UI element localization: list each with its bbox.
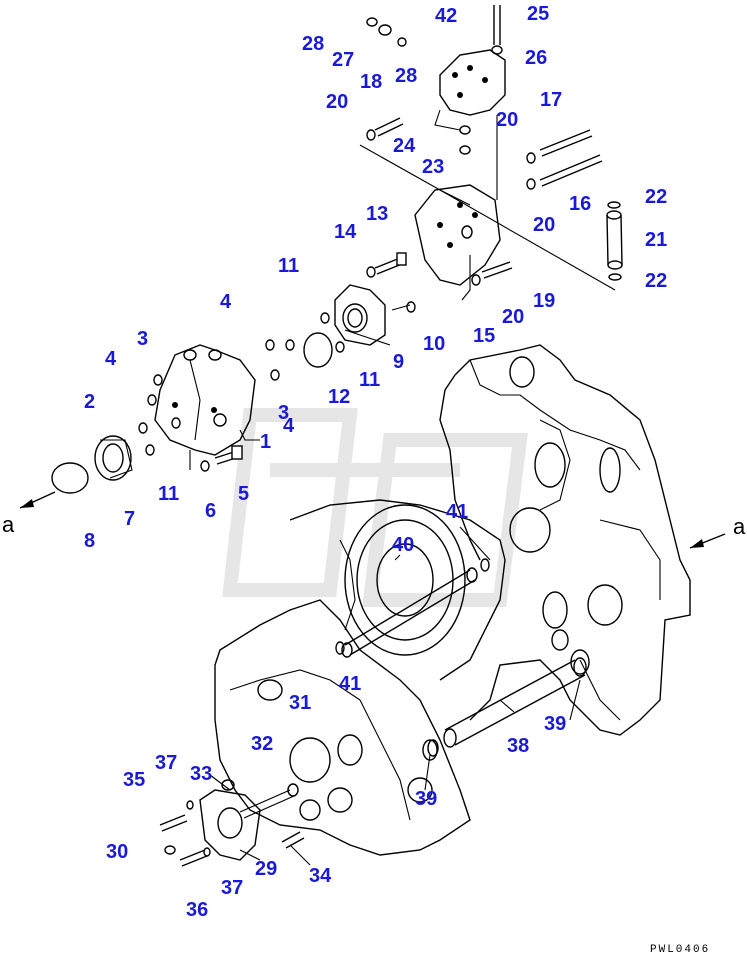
view-arrow-right [689,533,726,549]
callout-6: 6 [205,500,216,522]
callout-37: 37 [155,752,177,774]
callout-38: 38 [507,735,529,757]
callout-18: 18 [360,71,382,93]
lower-pump [159,779,305,867]
o-rings-top [366,17,471,155]
callout-3: 3 [137,328,148,350]
callout-42: 42 [435,5,457,27]
callout-20d: 20 [502,306,524,328]
callout-15: 15 [473,325,495,347]
callout-7: 7 [124,508,135,530]
callout-23: 23 [422,156,444,178]
callout-29: 29 [255,858,277,880]
view-arrow-left [19,491,56,509]
valve-bolts [366,5,603,286]
callout-11c: 11 [359,369,380,391]
callout-41b: 41 [339,673,361,695]
callout-20b: 20 [496,109,518,131]
callout-19: 19 [533,290,555,312]
pump-body [154,344,256,456]
transmission-case [214,344,691,856]
callout-25: 25 [527,3,549,25]
callout-37b: 37 [221,877,243,899]
callout-16: 16 [569,193,591,215]
callout-39b: 39 [415,788,437,810]
callout-10: 10 [423,333,445,355]
callout-20c: 20 [533,214,555,236]
view-mark-right: a [733,514,746,539]
callout-28b: 28 [395,65,417,87]
callout-14: 14 [334,221,357,243]
pump-o-rings [138,312,345,456]
callout-2: 2 [84,391,95,413]
callout-17: 17 [540,89,562,111]
callout-5: 5 [238,483,249,505]
callout-1: 1 [260,431,271,453]
callout-24: 24 [393,135,416,157]
callout-41: 41 [446,501,468,523]
callout-4b: 4 [220,291,232,313]
bolt-13 [366,252,407,278]
callout-20: 20 [326,91,348,113]
callout-4c: 4 [283,415,295,437]
valve-body [414,184,501,286]
reference-code: PWL0406 [650,944,710,956]
callout-22: 22 [645,186,667,208]
callout-31: 31 [289,692,311,714]
callout-22b: 22 [645,270,667,292]
callout-13: 13 [366,203,388,225]
callout-27: 27 [332,49,354,71]
callout-34: 34 [309,865,332,887]
leader-lines [189,115,616,866]
callout-32: 32 [251,733,273,755]
callout-28: 28 [302,33,324,55]
callout-labels: 1 2 3 3 4 4 4 5 6 7 8 9 10 11 11 11 12 1… [2,3,746,956]
strainer [94,435,133,481]
callout-12: 12 [328,386,350,408]
cover-plate [51,462,89,494]
callout-8: 8 [84,530,95,552]
callout-40: 40 [392,534,414,556]
callout-4: 4 [105,348,117,370]
callout-21: 21 [645,229,667,251]
seal-12 [303,332,333,368]
pipe-21 [606,201,623,281]
callout-3b: 3 [278,402,289,424]
callout-33: 33 [190,763,212,785]
callout-30: 30 [106,841,128,863]
callout-39: 39 [544,713,566,735]
callout-11: 11 [158,483,179,505]
cover-9 [334,284,416,346]
callout-36: 36 [186,899,208,921]
valve-42 [434,49,506,131]
view-mark-left: a [2,512,15,537]
callout-26: 26 [525,47,547,69]
bolt-5 [200,445,243,472]
callout-9: 9 [393,351,404,373]
callout-35: 35 [123,769,145,791]
callout-11b: 11 [278,255,299,277]
